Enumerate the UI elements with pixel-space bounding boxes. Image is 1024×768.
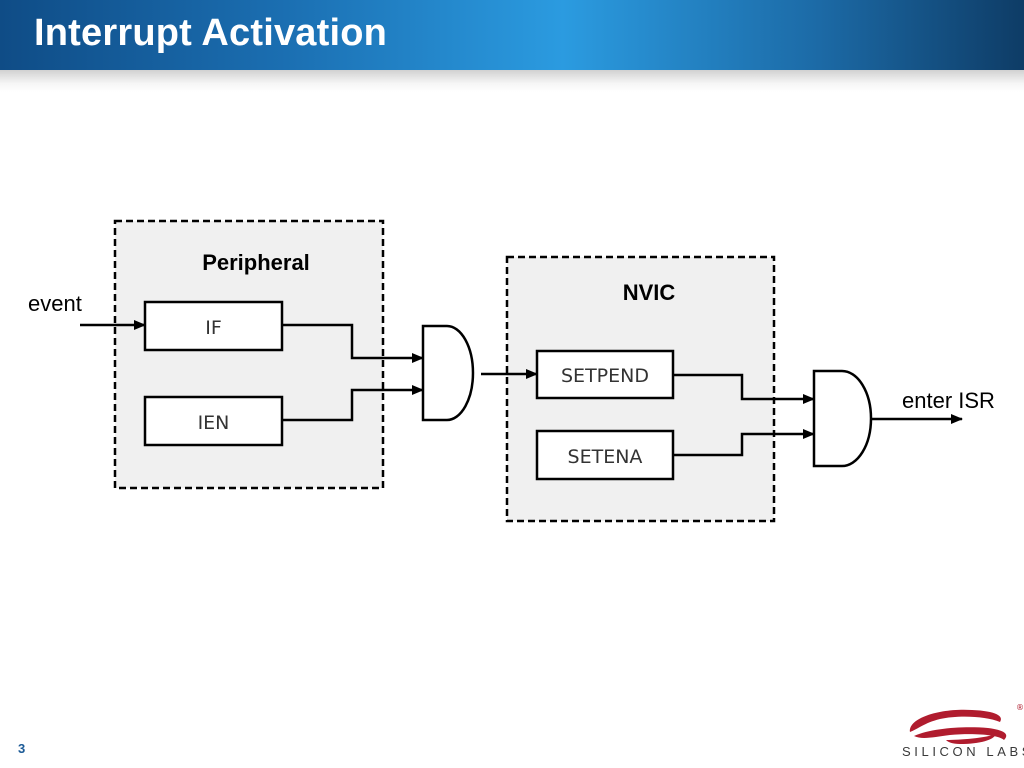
- registered-mark: ®: [1016, 703, 1024, 712]
- setpend-register-label: SETPEND: [561, 365, 649, 387]
- slide-title: Interrupt Activation: [34, 12, 388, 54]
- and-gate-nvic: [812, 369, 873, 468]
- enter-isr-label: enter ISR: [902, 388, 995, 413]
- logo-wordmark: SILICON LABS: [902, 744, 1024, 759]
- nvic-label: NVIC: [623, 280, 676, 305]
- title-bar: Interrupt Activation: [0, 0, 1024, 70]
- silicon-labs-logo: ®: [909, 703, 1024, 744]
- if-register-label: IF: [205, 317, 222, 339]
- peripheral-group: Peripheral IF IEN: [113, 219, 385, 490]
- page-number: 3: [18, 741, 26, 756]
- if-to-gate1-wire: [282, 323, 424, 363]
- title-bar-shadow: [0, 70, 1024, 92]
- setena-register-label: SETENA: [568, 446, 643, 468]
- setena-to-gate2-wire: [673, 429, 815, 457]
- peripheral-label: Peripheral: [202, 250, 310, 275]
- if-register-box: [143, 300, 284, 352]
- ien-to-gate1-wire: [282, 385, 424, 422]
- event-label: event: [28, 291, 82, 316]
- and-gate-peripheral: [421, 324, 475, 422]
- logo-mark-icon: [909, 709, 1007, 744]
- ien-register-box: [143, 395, 284, 447]
- nvic-group: NVIC SETPEND SETENA: [505, 255, 776, 523]
- ien-register-label: IEN: [198, 412, 230, 434]
- setpend-to-gate2-wire: [673, 373, 815, 404]
- setpend-register-box: [535, 349, 675, 400]
